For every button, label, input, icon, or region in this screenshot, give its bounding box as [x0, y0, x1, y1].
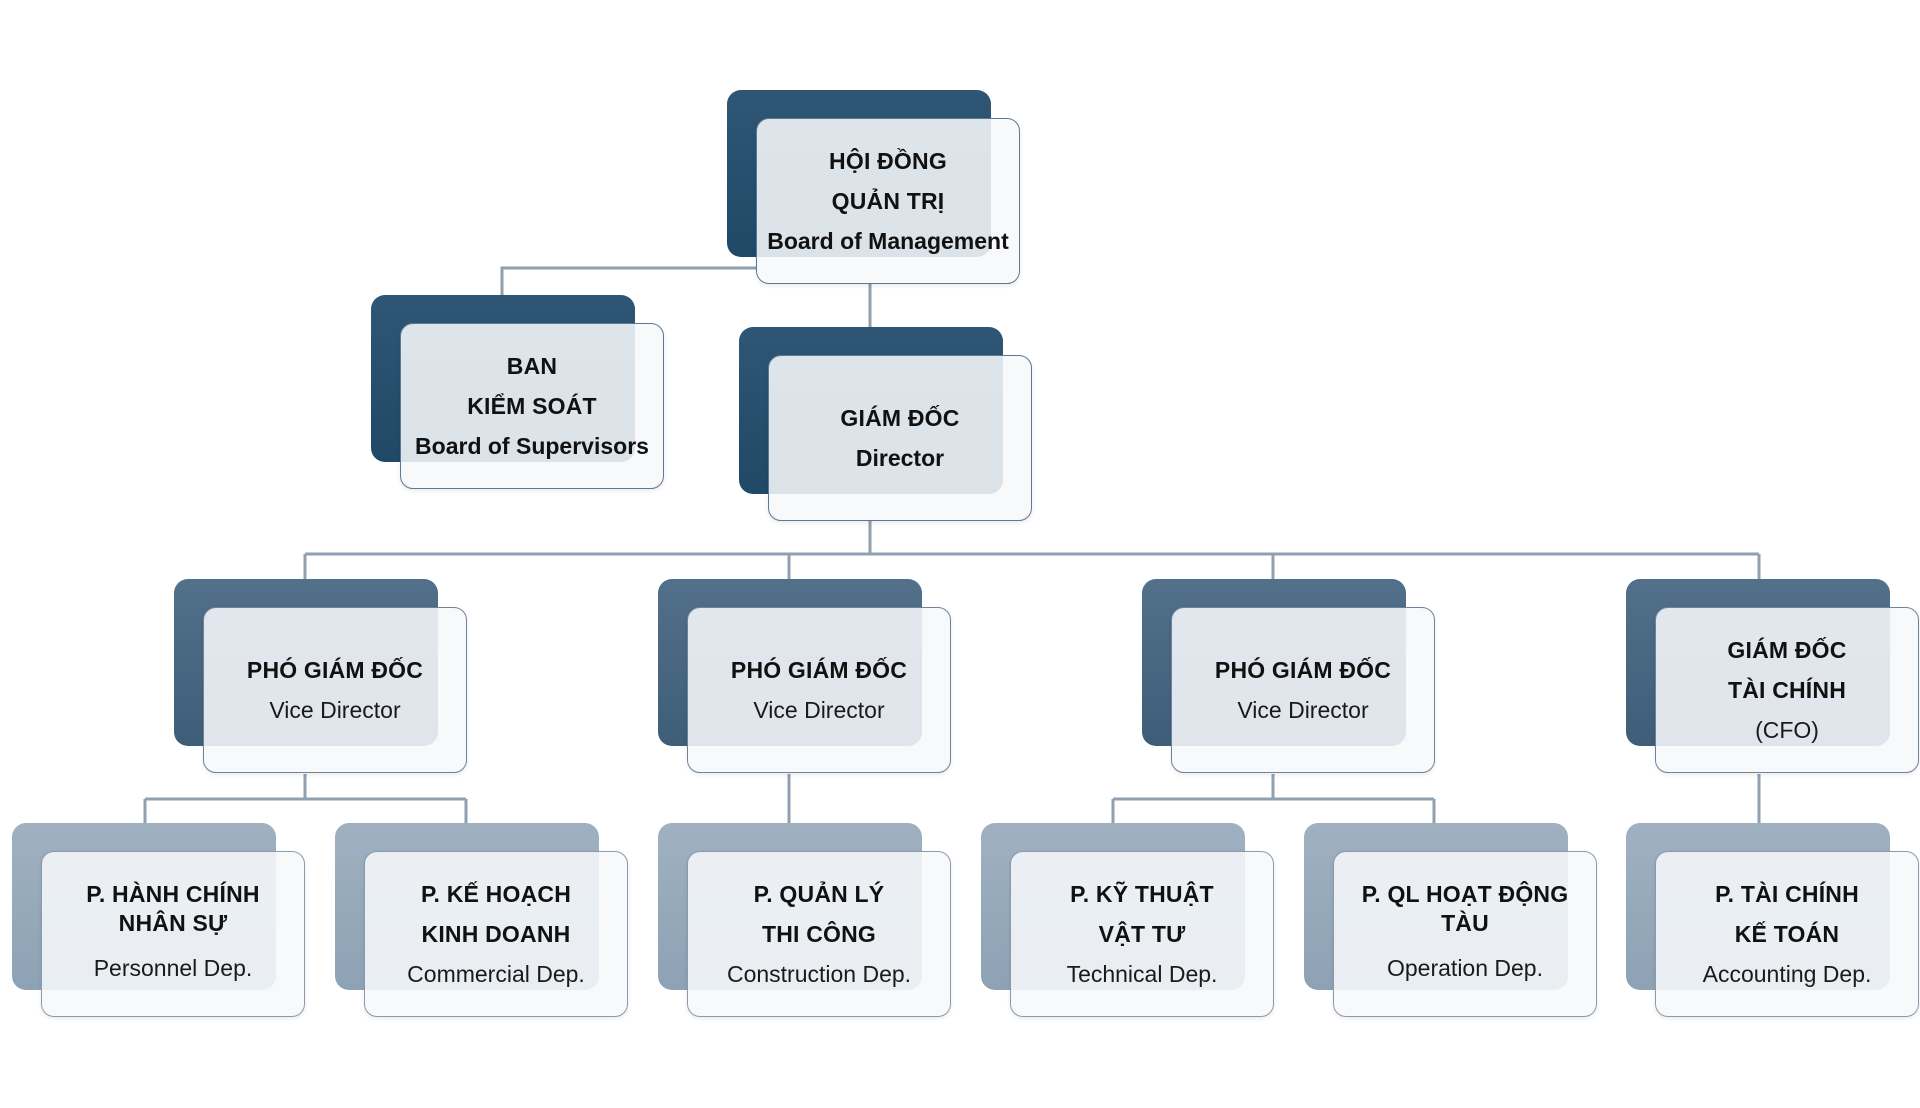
node-card: P. QL HOẠT ĐỘNG TÀU Operation Dep.	[1333, 851, 1597, 1017]
node-title-en: Board of Management	[767, 228, 1009, 254]
node-title-en: Vice Director	[753, 697, 885, 723]
node-cfo[interactable]: GIÁM ĐỐC TÀI CHÍNH (CFO)	[1626, 579, 1920, 774]
node-operation-dep[interactable]: P. QL HOẠT ĐỘNG TÀU Operation Dep.	[1304, 823, 1599, 1018]
node-board-of-management[interactable]: HỘI ĐỒNG QUẢN TRỊ Board of Management	[727, 90, 1022, 285]
node-commercial-dep[interactable]: P. KẾ HOẠCH KINH DOANH Commercial Dep.	[335, 823, 630, 1018]
node-title-vn-2: KIỂM SOÁT	[467, 393, 597, 419]
node-card: PHÓ GIÁM ĐỐC Vice Director	[203, 607, 467, 773]
node-title-vn: BAN	[506, 353, 558, 379]
node-title-en: Technical Dep.	[1066, 961, 1218, 987]
node-card: BAN KIỂM SOÁT Board of Supervisors	[400, 323, 664, 489]
node-title-vn-2: QUẢN TRỊ	[831, 188, 945, 214]
node-card: P. KỸ THUẬT VẬT TƯ Technical Dep.	[1010, 851, 1274, 1017]
node-title-vn: PHÓ GIÁM ĐỐC	[1214, 657, 1392, 683]
node-title-en: Board of Supervisors	[415, 433, 649, 459]
node-title-en: Personnel Dep.	[93, 955, 253, 981]
node-title-vn-2: VẬT TƯ	[1098, 921, 1186, 947]
node-card: PHÓ GIÁM ĐỐC Vice Director	[1171, 607, 1435, 773]
connector-vice3-children	[1111, 774, 1436, 823]
connector-board-supervisors	[500, 266, 757, 295]
node-personnel-dep[interactable]: P. HÀNH CHÍNH NHÂN SỰ Personnel Dep.	[12, 823, 307, 1018]
node-title-en: Commercial Dep.	[407, 961, 585, 987]
node-title-vn-2: KẾ TOÁN	[1734, 921, 1840, 947]
node-card: P. TÀI CHÍNH KẾ TOÁN Accounting Dep.	[1655, 851, 1919, 1017]
node-title-vn-2: TÀI CHÍNH	[1727, 677, 1847, 703]
node-title-en: Vice Director	[269, 697, 401, 723]
node-card: GIÁM ĐỐC Director	[768, 355, 1032, 521]
node-title-en: Construction Dep.	[726, 961, 912, 987]
node-title-vn: GIÁM ĐỐC	[840, 405, 960, 431]
node-title-vn: P. KẾ HOẠCH	[420, 881, 572, 907]
node-card: PHÓ GIÁM ĐỐC Vice Director	[687, 607, 951, 773]
node-title-en: Operation Dep.	[1387, 955, 1543, 981]
node-title-vn: P. HÀNH CHÍNH	[86, 881, 260, 907]
node-card: P. KẾ HOẠCH KINH DOANH Commercial Dep.	[364, 851, 628, 1017]
node-title-vn-2: KINH DOANH	[421, 921, 571, 947]
node-title-en: Director	[855, 445, 945, 471]
node-card: GIÁM ĐỐC TÀI CHÍNH (CFO)	[1655, 607, 1919, 773]
node-director[interactable]: GIÁM ĐỐC Director	[739, 327, 1034, 522]
node-vice-director-2[interactable]: PHÓ GIÁM ĐỐC Vice Director	[658, 579, 953, 774]
node-technical-dep[interactable]: P. KỸ THUẬT VẬT TƯ Technical Dep.	[981, 823, 1276, 1018]
node-title-vn: HỘI ĐỒNG	[829, 148, 947, 174]
node-title-vn: P. QUẢN LÝ	[753, 881, 885, 907]
node-title-vn: P. KỸ THUẬT	[1070, 881, 1214, 907]
connector-vice1-children	[143, 774, 468, 823]
node-vice-director-1[interactable]: PHÓ GIÁM ĐỐC Vice Director	[174, 579, 469, 774]
node-card: P. QUẢN LÝ THI CÔNG Construction Dep.	[687, 851, 951, 1017]
node-accounting-dep[interactable]: P. TÀI CHÍNH KẾ TOÁN Accounting Dep.	[1626, 823, 1920, 1018]
node-title-en: Accounting Dep.	[1702, 961, 1872, 987]
node-title-vn: PHÓ GIÁM ĐỐC	[246, 657, 424, 683]
node-title-en: (CFO)	[1755, 717, 1819, 743]
node-title-vn: P. QL HOẠT ĐỘNG	[1361, 881, 1569, 907]
node-title-vn-2: THI CÔNG	[761, 921, 877, 947]
node-card: P. HÀNH CHÍNH NHÂN SỰ Personnel Dep.	[41, 851, 305, 1017]
node-title-vn-2: NHÂN SỰ	[118, 910, 228, 936]
node-card: HỘI ĐỒNG QUẢN TRỊ Board of Management	[756, 118, 1020, 284]
node-title-vn: P. TÀI CHÍNH	[1715, 881, 1859, 907]
node-title-vn: GIÁM ĐỐC	[1727, 637, 1847, 663]
node-vice-director-3[interactable]: PHÓ GIÁM ĐỐC Vice Director	[1142, 579, 1437, 774]
node-title-en: Vice Director	[1237, 697, 1369, 723]
node-construction-dep[interactable]: P. QUẢN LÝ THI CÔNG Construction Dep.	[658, 823, 953, 1018]
node-title-vn-2: TÀU	[1441, 910, 1489, 936]
node-board-of-supervisors[interactable]: BAN KIỂM SOÁT Board of Supervisors	[371, 295, 666, 490]
node-title-vn: PHÓ GIÁM ĐỐC	[730, 657, 908, 683]
